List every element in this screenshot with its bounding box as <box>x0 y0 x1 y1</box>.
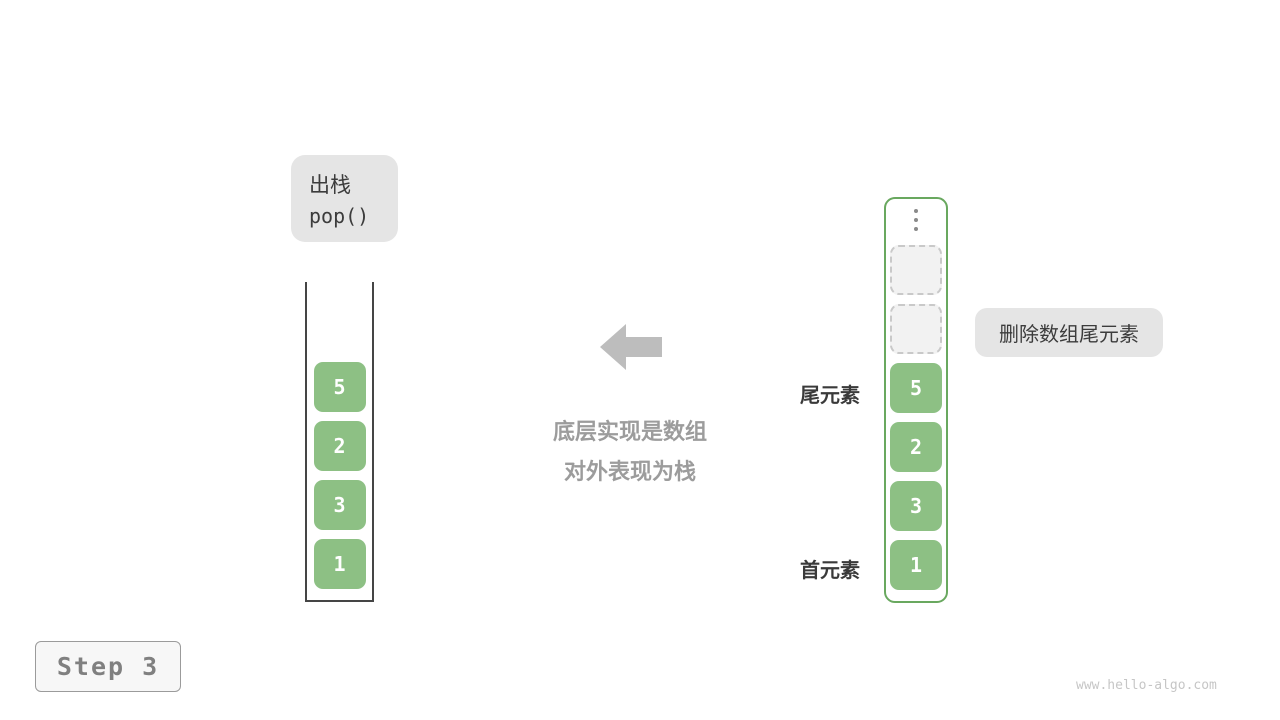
array-cell: 3 <box>890 481 942 531</box>
operation-code: pop() <box>309 204 370 228</box>
operation-title: 出栈 <box>309 174 351 197</box>
annotation-badge: 删除数组尾元素 <box>975 308 1163 357</box>
empty-slot <box>890 245 942 295</box>
array-cell: 1 <box>890 540 942 590</box>
step-badge: Step 3 <box>35 641 181 692</box>
stack-cell: 1 <box>313 539 366 589</box>
stack-container-left: 5 2 3 1 <box>305 282 374 602</box>
array-container-right: 5 2 3 1 <box>884 197 948 603</box>
watermark: www.hello-algo.com <box>1076 678 1217 693</box>
empty-slot <box>890 304 942 354</box>
stack-cell: 2 <box>313 421 366 471</box>
head-element-label: 首元素 <box>800 560 860 582</box>
caption-line-1: 底层实现是数组 <box>552 419 707 444</box>
caption-line-2: 对外表现为栈 <box>563 459 696 484</box>
arrow-left-icon <box>600 324 662 370</box>
array-cell: 2 <box>890 422 942 472</box>
tail-element-label: 尾元素 <box>800 385 860 407</box>
vertical-ellipsis-icon <box>914 203 918 236</box>
stack-cell: 3 <box>313 480 366 530</box>
array-cell: 5 <box>890 363 942 413</box>
operation-badge: 出栈 pop() <box>291 155 398 242</box>
stack-cell: 5 <box>313 362 366 412</box>
center-caption: 底层实现是数组 对外表现为栈 <box>480 412 780 492</box>
